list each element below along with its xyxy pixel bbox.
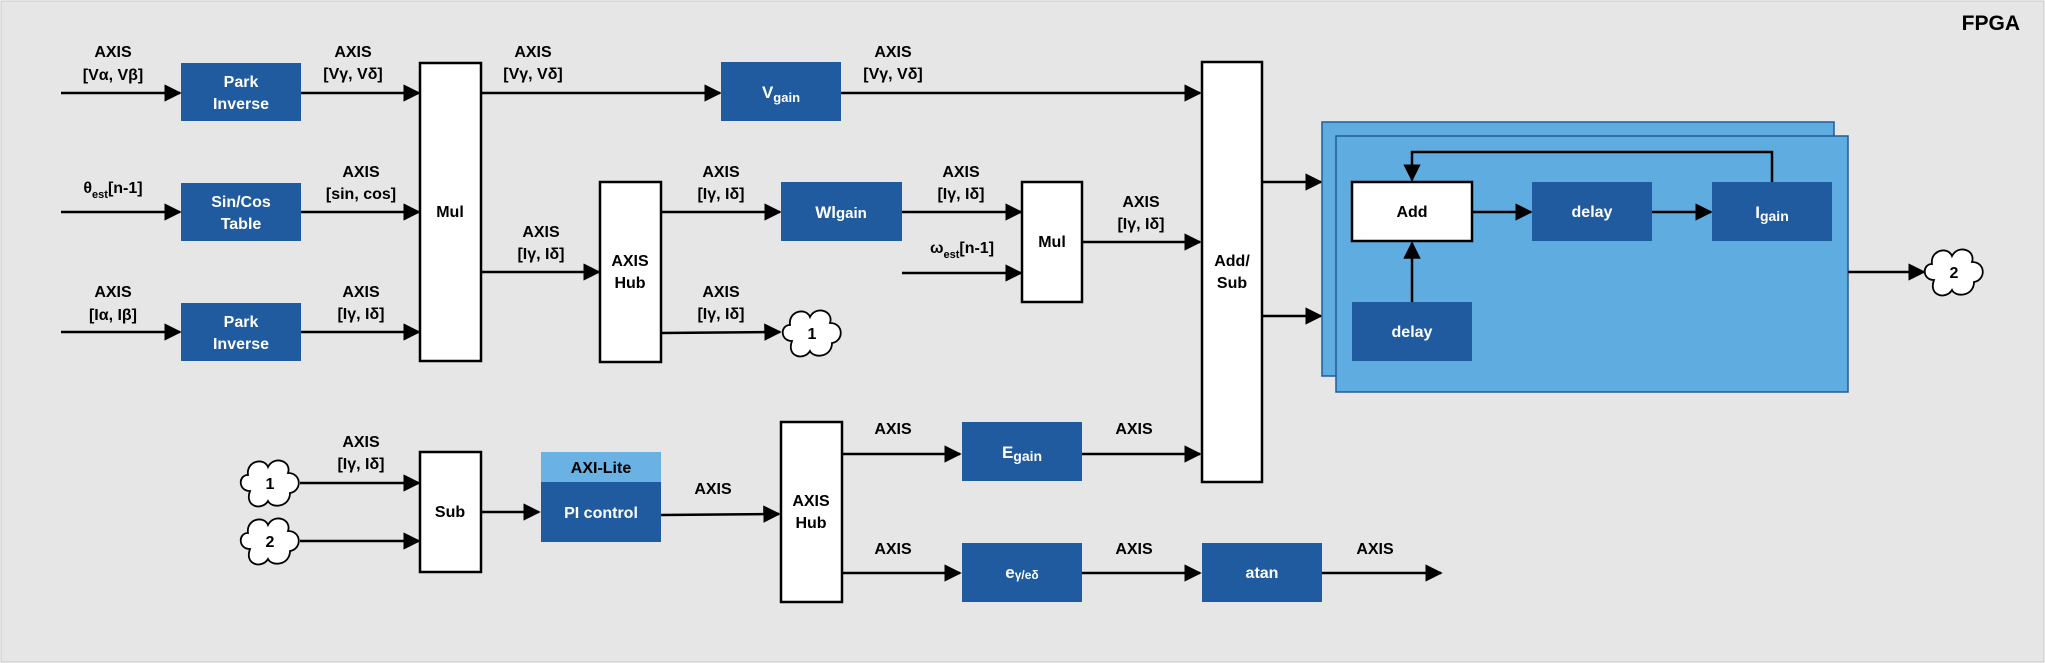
hub1-bot-bus: [Iγ, Iδ] bbox=[697, 306, 744, 323]
wlgain-out-bus: [Iγ, Iδ] bbox=[937, 186, 984, 203]
mul1-mid-bus: [Iγ, Iδ] bbox=[517, 246, 564, 263]
hub1-bot-axis: AXIS bbox=[702, 284, 740, 301]
connector-1-in-label: 1 bbox=[266, 476, 275, 493]
park-i-out-axis: AXIS bbox=[342, 284, 380, 301]
pi-control-label: PI control bbox=[564, 505, 638, 522]
atan-label: atan bbox=[1246, 565, 1279, 582]
sincos-table-block: Sin/Cos Table bbox=[181, 183, 301, 241]
sincos-line2: Table bbox=[221, 216, 262, 233]
park-inverse-i-block: Park Inverse bbox=[181, 303, 301, 361]
v-in-bus: [Vα, Vβ] bbox=[83, 67, 144, 84]
sincos-out-bus: [sin, cos] bbox=[326, 186, 396, 203]
hub2-bot-axis: AXIS bbox=[874, 541, 912, 558]
fpga-title: FPGA bbox=[1962, 12, 2020, 35]
err-out-axis: AXIS bbox=[1115, 541, 1153, 558]
i-in-bus: [Iα, Iβ] bbox=[89, 307, 137, 324]
axi-lite-port bbox=[541, 452, 661, 482]
pi-out-axis: AXIS bbox=[694, 481, 732, 498]
omega-in-label: ωest[n-1] bbox=[930, 240, 994, 261]
axis-hub1-line1: AXIS bbox=[611, 253, 649, 270]
vgain-out-axis: AXIS bbox=[874, 44, 912, 61]
sub-in-bus: [Iγ, Iδ] bbox=[337, 456, 384, 473]
park-v-out-axis: AXIS bbox=[334, 44, 372, 61]
mul1-block: Mul bbox=[418, 61, 483, 363]
err-ratio-block: eγ/eδ bbox=[962, 543, 1082, 602]
wlgain-block: Wlgain bbox=[781, 182, 902, 241]
addsub-block: Add/ Sub bbox=[1200, 60, 1264, 484]
hub1-top-bus: [Iγ, Iδ] bbox=[697, 186, 744, 203]
axi-lite-label: AXI-Lite bbox=[571, 460, 632, 477]
mul2-label: Mul bbox=[1038, 234, 1066, 251]
arrow-igain-feedback bbox=[1403, 150, 1774, 182]
mul2-out-axis: AXIS bbox=[1122, 194, 1160, 211]
atan-block: atan bbox=[1202, 543, 1322, 602]
egain-out-axis: AXIS bbox=[1115, 421, 1153, 438]
i-in-axis: AXIS bbox=[94, 284, 132, 301]
mul1-top-axis: AXIS bbox=[514, 44, 552, 61]
sincos-out-axis: AXIS bbox=[342, 164, 380, 181]
axis-hub1-line2: Hub bbox=[614, 275, 645, 292]
park-inverse-v-block: Park Inverse bbox=[181, 63, 301, 121]
theta-in-label: θest[n-1] bbox=[83, 180, 142, 201]
mul1-top-bus: [Vγ, Vδ] bbox=[503, 66, 563, 83]
connector-2-out: 2 bbox=[1923, 248, 1984, 297]
err-ratio-label: eγ/eδ bbox=[1005, 563, 1038, 582]
egain-label: Egain bbox=[1002, 443, 1042, 464]
hub2-top-axis: AXIS bbox=[874, 421, 912, 438]
park-inverse-v-line2: Inverse bbox=[213, 96, 269, 113]
v-in-axis: AXIS bbox=[94, 44, 132, 61]
axis-hub2-line2: Hub bbox=[795, 515, 826, 532]
vgain-out-bus: [Vγ, Vδ] bbox=[863, 66, 923, 83]
sub-label: Sub bbox=[435, 504, 465, 521]
mul2-block: Mul bbox=[1020, 180, 1084, 304]
connector-2-out-label: 2 bbox=[1950, 265, 1959, 282]
sincos-line1: Sin/Cos bbox=[211, 194, 271, 211]
egain-block: Egain bbox=[962, 422, 1082, 481]
vgain-block: Vgain bbox=[721, 62, 841, 121]
mul1-label: Mul bbox=[436, 204, 464, 221]
connector-1-out: 1 bbox=[781, 309, 842, 358]
wlgain-out-axis: AXIS bbox=[942, 164, 980, 181]
add-label: Add bbox=[1396, 204, 1427, 221]
connector-2-in: 2 bbox=[239, 517, 300, 566]
delay-top-label: delay bbox=[1572, 204, 1613, 221]
igain-label: Igain bbox=[1755, 203, 1789, 224]
delay-bottom-block: delay bbox=[1352, 302, 1472, 361]
vgain-label: Vgain bbox=[762, 83, 800, 105]
connector-2-in-label: 2 bbox=[266, 534, 275, 551]
mul2-out-bus: [Iγ, Iδ] bbox=[1117, 216, 1164, 233]
arrow-pi-to-hub2 bbox=[660, 505, 781, 523]
park-i-out-bus: [Iγ, Iδ] bbox=[337, 306, 384, 323]
arrow-hub1-to-c1 bbox=[660, 323, 782, 341]
axis-hub2-block: AXIS Hub bbox=[779, 420, 844, 604]
sub-block: Sub bbox=[418, 450, 483, 574]
axis-hub1-block: AXIS Hub bbox=[598, 180, 663, 364]
delay-top-block: delay bbox=[1532, 182, 1652, 241]
hub1-top-axis: AXIS bbox=[702, 164, 740, 181]
connector-1-out-label: 1 bbox=[808, 326, 817, 343]
wlgain-label: Wlgain bbox=[815, 203, 867, 222]
add-block: Add bbox=[1350, 180, 1474, 243]
addsub-line2: Sub bbox=[1217, 275, 1247, 292]
addsub-line1: Add/ bbox=[1214, 253, 1250, 270]
axis-hub2-line1: AXIS bbox=[792, 493, 830, 510]
atan-out-axis: AXIS bbox=[1356, 541, 1394, 558]
pi-control-block: AXI-Lite PI control bbox=[541, 452, 661, 542]
park-inverse-v-line1: Park bbox=[224, 74, 259, 91]
park-inverse-i-line1: Park bbox=[224, 314, 259, 331]
delay-bottom-label: delay bbox=[1392, 324, 1433, 341]
sub-in-axis: AXIS bbox=[342, 434, 380, 451]
connector-1-in: 1 bbox=[239, 459, 300, 508]
mul1-mid-axis: AXIS bbox=[522, 224, 560, 241]
park-v-out-bus: [Vγ, Vδ] bbox=[323, 66, 383, 83]
igain-block: Igain bbox=[1712, 182, 1832, 241]
park-inverse-i-line2: Inverse bbox=[213, 336, 269, 353]
